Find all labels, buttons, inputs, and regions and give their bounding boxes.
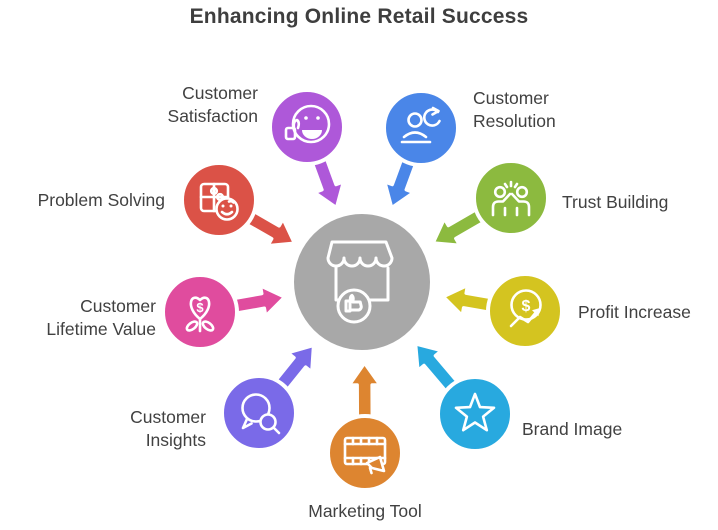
node-customer-lifetime-value: $ <box>161 273 239 351</box>
node-customer-satisfaction <box>268 88 346 166</box>
storefront-thumbs-up-icon <box>326 240 394 324</box>
page-title: Enhancing Online Retail Success <box>189 5 529 28</box>
node-brand-image <box>436 375 514 453</box>
label-problem-solving: Problem Solving <box>37 190 165 210</box>
smiley-thumbs-up-icon <box>284 104 331 144</box>
puzzle-smiley-icon <box>199 182 239 221</box>
label-customer-insights: Customer Insights <box>130 407 206 450</box>
label-marketing-tool: Marketing Tool <box>308 501 422 521</box>
node-trust-building <box>472 159 550 237</box>
heart-dollar-plant-icon: $ <box>185 296 215 333</box>
billboard-megaphone-icon <box>343 436 387 475</box>
svg-text:$: $ <box>522 298 531 315</box>
dollar-growth-chart-icon: $ <box>509 289 542 328</box>
label-customer-lifetime-value: Customer Lifetime Value <box>46 296 156 339</box>
node-customer-resolution <box>382 89 460 167</box>
high-five-people-icon <box>491 180 531 217</box>
label-profit-increase: Profit Increase <box>578 302 691 322</box>
node-profit-increase: $ <box>486 272 564 350</box>
star-icon <box>454 392 496 432</box>
node-customer-insights <box>220 374 298 452</box>
label-brand-image: Brand Image <box>522 419 623 439</box>
label-customer-resolution: Customer Resolution <box>473 88 556 131</box>
chat-magnifier-icon <box>241 393 281 435</box>
svg-text:$: $ <box>196 300 204 315</box>
label-customer-satisfaction: Customer Satisfaction <box>167 83 258 126</box>
label-trust-building: Trust Building <box>562 192 669 212</box>
center-circle <box>290 210 434 354</box>
person-refresh-icon <box>400 106 441 144</box>
center-node <box>290 210 434 354</box>
node-marketing-tool <box>326 414 404 492</box>
node-problem-solving <box>180 161 258 239</box>
